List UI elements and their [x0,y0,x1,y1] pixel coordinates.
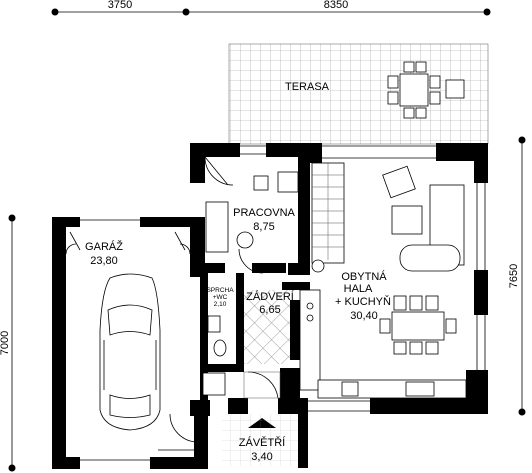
left-dimension-line: 7000 [0,214,16,472]
room-label-pracovna: PRACOVNA [233,207,295,219]
windows [54,145,486,461]
dimension-right: 7650 [508,264,520,288]
staircase [311,162,345,273]
kitchen-counter [299,289,467,399]
study-furniture [204,156,299,274]
terrace-floor [229,44,488,144]
room-area-sprcha: 2,10 [214,301,227,308]
room-label-obytna-3: + KUCHYŇ [335,295,391,308]
top-dimension-line: 3750 8350 [51,0,491,16]
room-area-obytna: 30,40 [350,310,378,322]
room-label-garaz: GARÁŽ [85,240,123,253]
room-label-terasa: TERASA [285,81,330,93]
garage-door-markers [65,231,199,451]
room-area-pracovna: 8,75 [253,221,274,233]
car-icon [99,273,161,431]
dimension-left: 7000 [0,331,11,355]
right-dimension-line: 7650 [508,136,526,416]
room-label-sprcha: SPRCHA [206,287,234,294]
room-label-obytna-2: HALA [344,283,373,295]
room-label-zadveri: ZÁDVERÍ [246,290,295,303]
dimension-top-left: 3750 [108,0,132,11]
room-label-obytna-1: OBYTNÁ [341,270,387,283]
dimension-top-right: 8350 [324,0,348,11]
room-area-garaz: 23,80 [90,255,118,267]
terrace-table [387,61,465,119]
room-label-zavetri: ZÁVĚTŘÍ [239,436,286,449]
room-label-sprcha-wc: +WC [213,294,228,301]
living-furniture [379,165,465,355]
entry-floor-tiles [244,290,290,364]
bathroom-fixtures [202,315,227,396]
room-area-zavetri: 3,40 [251,451,272,463]
interior-walls [200,143,310,413]
room-area-zadveri: 6,65 [259,304,280,316]
